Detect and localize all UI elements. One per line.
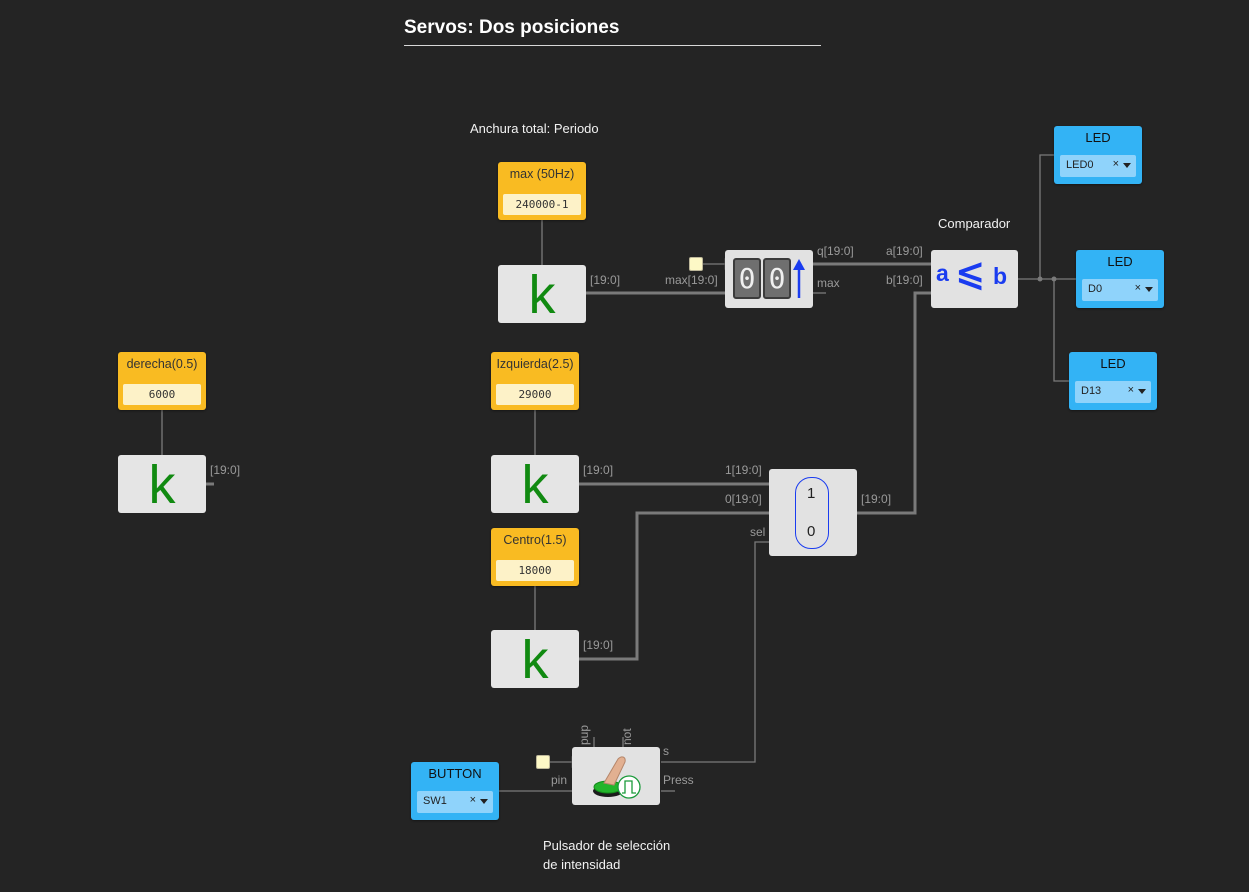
led-output-label: LED	[1100, 356, 1126, 371]
k-block-derecha[interactable]: k	[118, 455, 206, 513]
mux-port-1: 1[19:0]	[725, 463, 762, 477]
comparator-symbol-a: a	[936, 260, 949, 286]
arrow-up-icon	[793, 259, 805, 298]
k-block-centro[interactable]: k	[491, 630, 579, 688]
constant-centro-label: Centro(1.5)	[503, 533, 567, 547]
page-title: Servos: Dos posiciones	[404, 17, 620, 38]
k-block-izquierda[interactable]: k	[491, 455, 579, 513]
k-icon: k	[148, 455, 176, 515]
mux-port-sel: sel	[750, 525, 766, 539]
less-equal-icon: ⩽	[955, 253, 986, 294]
chevron-down-icon[interactable]	[480, 799, 488, 804]
constant-max-value[interactable]: 240000-1	[503, 194, 581, 215]
clear-icon[interactable]: ×	[1112, 158, 1119, 170]
k-izquierda-port: [19:0]	[583, 463, 614, 477]
mux-shape	[795, 477, 829, 549]
comparator-port-b: b[19:0]	[886, 273, 923, 287]
chevron-down-icon[interactable]	[1145, 287, 1153, 292]
constant-max[interactable]: max (50Hz) 240000-1	[498, 162, 586, 220]
chevron-down-icon[interactable]	[1123, 163, 1131, 168]
note-comparador: Comparador	[938, 216, 1011, 231]
k-centro-port: [19:0]	[583, 638, 614, 652]
button-block[interactable]	[572, 747, 660, 805]
mux-option-1: 1	[807, 485, 816, 502]
led-output-select[interactable]: LED0 ×	[1060, 155, 1136, 177]
comparator-port-a: a[19:0]	[886, 244, 923, 258]
input-button-label: BUTTON	[428, 766, 482, 781]
mux-option-0: 0	[807, 523, 816, 540]
counter-digit-1: 0	[763, 258, 791, 299]
led-output-label: LED	[1085, 130, 1111, 145]
button-port-s: s	[663, 744, 669, 758]
led-output-label: LED	[1107, 254, 1133, 269]
input-button-value: SW1	[423, 795, 447, 807]
mux-port-0: 0[19:0]	[725, 492, 762, 506]
counter-block[interactable]: 0 0	[725, 250, 813, 308]
comparator-block[interactable]: a ⩽ b	[931, 250, 1018, 308]
push-button-icon	[593, 756, 641, 799]
input-button-block[interactable]: BUTTON SW1 ×	[411, 762, 499, 820]
note-periodo: Anchura total: Periodo	[470, 121, 599, 136]
title-underline	[404, 45, 821, 46]
clear-icon[interactable]: ×	[1134, 282, 1141, 294]
mux-block[interactable]: 1 0	[769, 469, 857, 556]
counter-port-max-in: max[19:0]	[665, 273, 718, 287]
led-output-select[interactable]: D0 ×	[1082, 279, 1158, 301]
led-output-1[interactable]: LED D0 ×	[1076, 250, 1164, 308]
k-icon: k	[528, 265, 556, 325]
constant-izquierda-value[interactable]: 29000	[496, 384, 574, 405]
constant-izquierda-label: Izquierda(2.5)	[496, 357, 574, 371]
led-output-value: LED0	[1066, 159, 1094, 171]
led-output-value: D0	[1088, 283, 1103, 295]
constant-centro-value[interactable]: 18000	[496, 560, 574, 581]
k-block-max[interactable]: k	[498, 265, 586, 323]
note-pulsador: Pulsador de selección de intensidad	[543, 838, 671, 872]
button-port-press: Press	[663, 773, 694, 787]
button-port-pin: pin	[551, 773, 568, 787]
k-icon: k	[521, 455, 549, 515]
constant-derecha[interactable]: derecha(0.5) 6000	[118, 352, 206, 410]
counter-port-max-out: max	[817, 276, 840, 290]
mux-port-out: [19:0]	[861, 492, 892, 506]
constant-derecha-label: derecha(0.5)	[126, 357, 198, 371]
k-icon: k	[521, 630, 549, 690]
button-port-pup: pup	[577, 724, 591, 745]
led-output-value: D13	[1081, 385, 1102, 397]
constant-max-label: max (50Hz)	[509, 167, 575, 181]
clear-icon[interactable]: ×	[1127, 384, 1134, 396]
led-output-2[interactable]: LED D13 ×	[1069, 352, 1157, 410]
input-button-select[interactable]: SW1 ×	[417, 791, 493, 813]
counter-clock-handle[interactable]	[689, 257, 703, 271]
counter-digit-0: 0	[733, 258, 761, 299]
k-derecha-port: [19:0]	[210, 463, 241, 477]
clear-icon[interactable]: ×	[469, 794, 476, 806]
k-max-port: [19:0]	[590, 273, 621, 287]
led-output-select[interactable]: D13 ×	[1075, 381, 1151, 403]
constant-centro[interactable]: Centro(1.5) 18000	[491, 528, 579, 586]
chevron-down-icon[interactable]	[1138, 389, 1146, 394]
led-output-0[interactable]: LED LED0 ×	[1054, 126, 1142, 184]
counter-port-q: q[19:0]	[817, 244, 854, 258]
button-port-not: not	[620, 728, 634, 745]
constant-derecha-value[interactable]: 6000	[123, 384, 201, 405]
constant-izquierda[interactable]: Izquierda(2.5) 29000	[491, 352, 579, 410]
button-clock-handle[interactable]	[536, 755, 550, 769]
comparator-symbol-b: b	[993, 263, 1008, 289]
